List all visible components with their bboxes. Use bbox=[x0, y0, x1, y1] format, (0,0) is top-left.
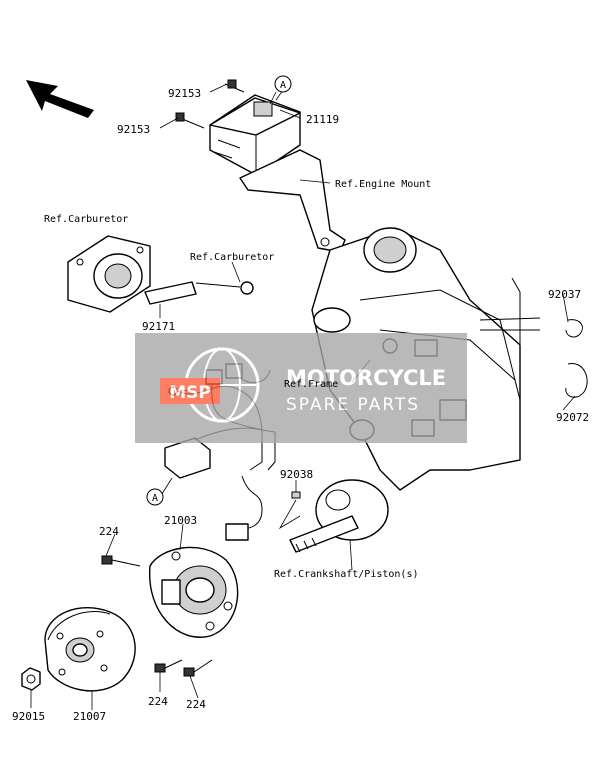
callout-a-bottom: A bbox=[146, 488, 164, 506]
ref-crankshaft: Ref.Crankshaft/Piston(s) bbox=[274, 569, 419, 580]
stator-21003 bbox=[149, 546, 239, 638]
clip-92037 bbox=[565, 319, 583, 338]
label-21003: 21003 bbox=[164, 514, 197, 527]
label-92153-mid: 92153 bbox=[117, 123, 150, 136]
screw-224-bottom-b bbox=[183, 659, 213, 677]
callout-a-top: A bbox=[274, 75, 292, 93]
label-92015: 92015 bbox=[12, 710, 45, 723]
nut-92015 bbox=[21, 667, 41, 691]
label-92171: 92171 bbox=[142, 320, 175, 333]
label-92037: 92037 bbox=[548, 288, 581, 301]
watermark-line2: SPARE PARTS bbox=[286, 395, 420, 415]
screw-224-left bbox=[101, 555, 141, 567]
label-224-bottom-a: 224 bbox=[148, 695, 168, 708]
flywheel-21007 bbox=[44, 607, 136, 692]
watermark: MSP MOTORCYCLE SPARE PARTS bbox=[135, 333, 467, 443]
crankshaft-ref bbox=[289, 479, 389, 553]
clip-92072 bbox=[565, 363, 588, 398]
label-92153-top: 92153 bbox=[168, 87, 201, 100]
ref-carburetor-top: Ref.Carburetor bbox=[44, 214, 128, 225]
ref-frame: Ref.Frame bbox=[284, 379, 338, 390]
screw-224-bottom-a bbox=[154, 659, 183, 673]
label-21007: 21007 bbox=[73, 710, 106, 723]
callout-a-bottom-label: A bbox=[152, 493, 158, 504]
carburetor-ref bbox=[67, 235, 151, 313]
bolt-92153-mid bbox=[175, 112, 205, 129]
key-92038 bbox=[278, 491, 301, 530]
label-92072: 92072 bbox=[556, 411, 589, 424]
ref-engine-mount: Ref.Engine Mount bbox=[335, 179, 431, 190]
watermark-logo-text: MSP bbox=[169, 383, 211, 403]
cdi-unit-21119 bbox=[209, 94, 301, 176]
strap-92171 bbox=[144, 281, 197, 305]
ref-carburetor-right: Ref.Carburetor bbox=[190, 252, 274, 263]
direction-arrow-icon bbox=[26, 80, 94, 118]
bolt-92153-top bbox=[224, 79, 245, 93]
label-224-bottom-b: 224 bbox=[186, 698, 206, 711]
label-21119: 21119 bbox=[306, 113, 339, 126]
label-224-left: 224 bbox=[99, 525, 119, 538]
callout-a-top-label: A bbox=[280, 80, 286, 91]
watermark-line1: MOTORCYCLE bbox=[286, 366, 446, 390]
label-92038: 92038 bbox=[280, 468, 313, 481]
carburetor-bolt bbox=[195, 281, 254, 295]
